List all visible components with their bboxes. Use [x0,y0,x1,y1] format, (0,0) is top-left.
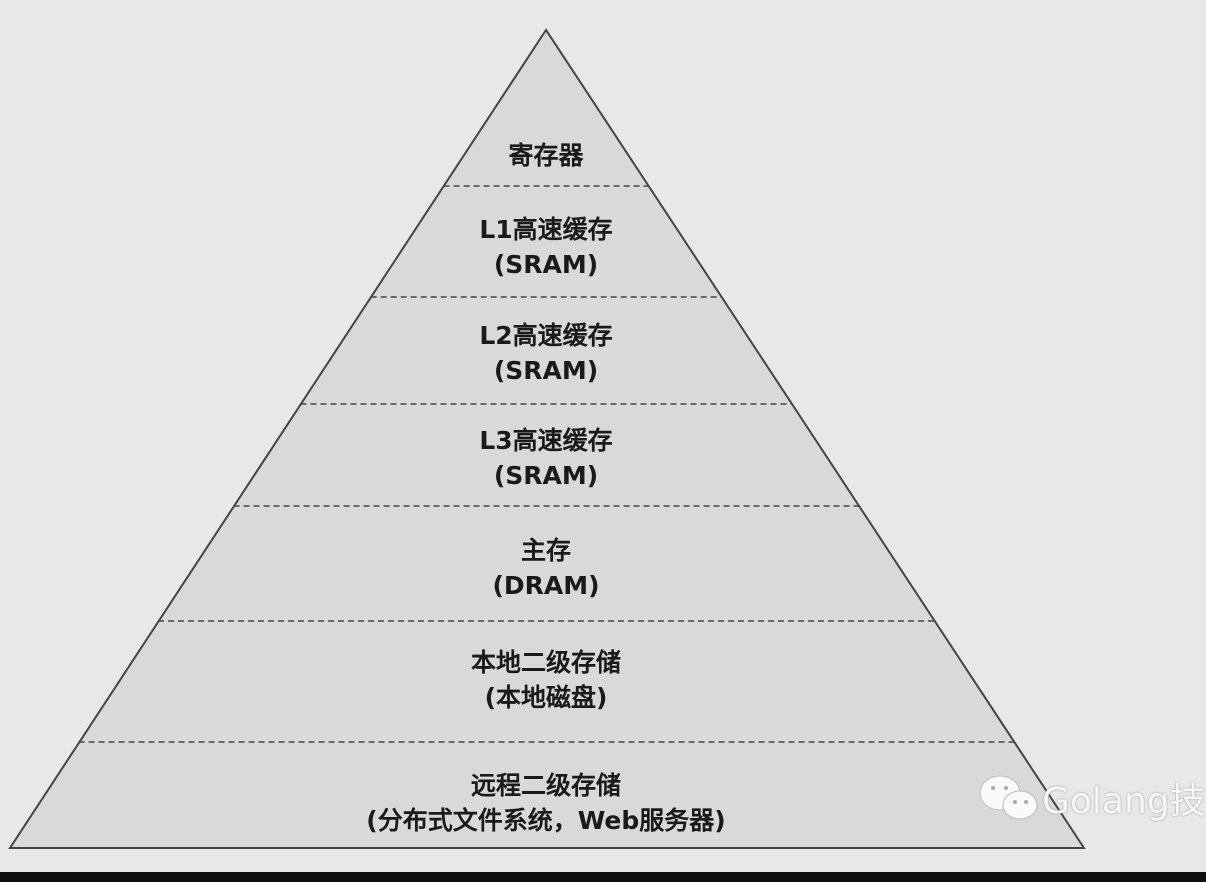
layer-label: L1高速缓存 [479,215,613,244]
layer-label: 寄存器 [508,141,584,170]
bottom-bar [0,872,1206,882]
layer-remote-storage: 远程二级存储 (分布式文件系统，Web服务器) [246,768,846,838]
layer-label: L3高速缓存 [479,426,613,455]
watermark: Golang技 [976,772,1206,824]
layer-l1-cache: L1高速缓存 (SRAM) [246,212,846,282]
layer-main-memory: 主存 (DRAM) [246,533,846,603]
wechat-icon [979,775,1038,820]
layer-sublabel: (SRAM) [493,461,599,490]
layer-sublabel: (SRAM) [493,250,599,279]
pyramid-outline [8,28,1086,849]
layer-sublabel: (本地磁盘) [484,683,608,712]
layer-sublabel: (DRAM) [492,571,600,600]
layer-l3-cache: L3高速缓存 (SRAM) [246,423,846,493]
layer-label: L2高速缓存 [479,321,613,350]
watermark-text: Golang技 [1042,781,1206,822]
layer-sublabel: (分布式文件系统，Web服务器) [366,806,726,835]
layer-registers: 寄存器 [246,138,846,173]
layer-l2-cache: L2高速缓存 (SRAM) [246,318,846,388]
layer-sublabel: (SRAM) [493,356,599,385]
layer-label: 远程二级存储 [470,771,621,800]
layer-local-storage: 本地二级存储 (本地磁盘) [246,645,846,715]
layer-label: 主存 [520,536,571,565]
layer-label: 本地二级存储 [470,648,621,677]
